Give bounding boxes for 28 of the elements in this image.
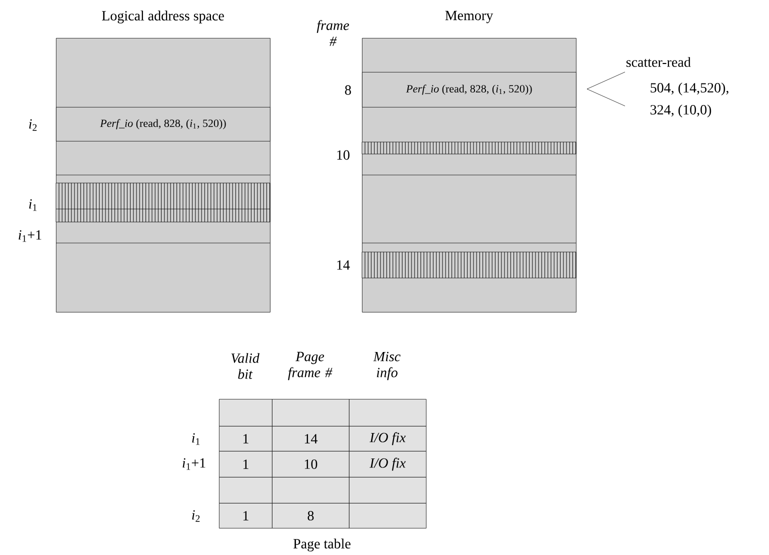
page-label: i$_{1}$+1 [18,230,42,242]
table-cell: 1 [219,451,272,478]
row-label: i$_{2}$ [192,510,200,522]
table-cell: 1 [219,503,272,528]
caption: Page table [293,538,350,552]
annotation: 324, (10,0) [650,104,712,118]
row-label: i$_{1}$ [192,433,200,445]
table-cell: I/O fix [349,426,426,452]
page-label: i$_{1}$ [29,199,37,211]
table-cell: 8 [272,503,350,528]
frame-number: 14 [337,260,350,270]
annotation: scatter-read [626,57,691,67]
table-cell: 1 [219,426,272,452]
table-cell: I/O fix [349,451,426,478]
column-heading: Page frame # [288,352,332,380]
page-label: i$_{2}$ [29,119,37,131]
frame-number: 10 [337,150,350,160]
page-band: Perf_io (read, 828, (i$_{1}$, 520)) [362,72,576,108]
column-heading: Misc info [373,352,400,380]
table-cell: 10 [272,451,350,478]
column-heading: frame # [316,20,350,46]
heading: Memory [445,10,494,24]
annotation: 504, (14,520), [650,82,728,96]
row-label: i$_{1}$+1 [182,458,206,470]
heading: Logical address space [102,10,224,24]
column-heading: Valid bit [231,353,260,379]
table-cell: 14 [272,426,350,452]
page-band: Perf_io (read, 828, (i$_{1}$, 520)) [56,107,270,142]
